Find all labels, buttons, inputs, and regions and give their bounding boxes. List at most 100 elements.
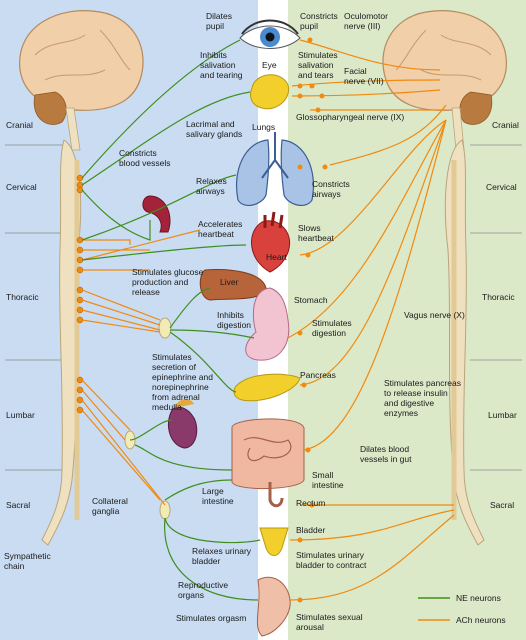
effect-glucose-line: Stimulates glucose <box>132 267 204 277</box>
reproductive-organ <box>256 577 291 637</box>
organ-label-small-intestine-line: Small <box>312 470 333 480</box>
left-brain <box>19 10 144 151</box>
bladder <box>259 527 289 556</box>
effect-pancreas-insulin-line: to release insulin <box>384 388 448 398</box>
heart <box>251 211 291 273</box>
effect-orgasm: Stimulates orgasm <box>176 613 246 623</box>
effect-pancreas-insulin-line: and digestive <box>384 398 434 408</box>
chain-ganglion <box>76 186 84 194</box>
legend-ne-label: NE neurons <box>456 593 501 603</box>
effect-slows-heart-line: heartbeat <box>298 233 335 243</box>
organ-label-stomach-line: Stomach <box>294 295 328 305</box>
right-brain <box>382 10 507 151</box>
effect-stimulates-salivation-line: Stimulates <box>298 50 338 60</box>
organ-label-stomach: Stomach <box>294 295 328 305</box>
organ-label-heart: Heart <box>266 252 287 262</box>
region-label-lumbar-right: Lumbar <box>488 410 517 420</box>
organ-label-small-intestine-line: intestine <box>312 480 344 490</box>
organ-label-glands-line: Lacrimal and <box>186 119 235 129</box>
chain-ganglion <box>76 376 84 384</box>
effect-inhibits-salivation-line: and tearing <box>200 70 243 80</box>
region-label-cranial-right: Cranial <box>492 120 519 130</box>
organ-label-large-intestine-line: Large <box>202 486 224 496</box>
effect-relaxes-bladder-line: Relaxes urinary <box>192 546 252 556</box>
chain-ganglion <box>76 174 84 182</box>
region-label-lumbar: Lumbar <box>6 410 35 420</box>
effect-bladder-contract-line: bladder to contract <box>296 560 367 570</box>
collateral-ganglia-label-line: Collateral <box>92 496 128 506</box>
organ-label-rectum: Rectum <box>296 498 325 508</box>
effect-epinephrine-line: secretion of <box>152 362 197 372</box>
effect-epinephrine-line: norepinephrine <box>152 382 209 392</box>
nerve-vagus-line: Vagus nerve (X) <box>404 310 465 320</box>
effect-accelerates-heart-line: Accelerates <box>198 219 242 229</box>
organ-label-eye: Eye <box>262 60 277 70</box>
nerve-facial-line: nerve (VII) <box>344 76 384 86</box>
region-label-sacral: Sacral <box>6 500 30 510</box>
organ-label-heart-line: Heart <box>266 252 287 262</box>
region-label-thoracic-right: Thoracic <box>482 292 515 302</box>
effect-stimulates-salivation-line: salivation <box>298 60 334 70</box>
effect-epinephrine-line: medulla <box>152 402 182 412</box>
sympathetic-chain-label-line: chain <box>4 561 25 571</box>
organ-label-bladder-line: Bladder <box>296 525 325 535</box>
lungs <box>236 132 314 207</box>
organ-label-large-intestine-line: intestine <box>202 496 234 506</box>
effect-epinephrine-line: from adrenal <box>152 392 200 402</box>
effect-glucose-line: production and <box>132 277 189 287</box>
sympathetic-pathways <box>81 39 261 601</box>
organ-label-bladder: Bladder <box>296 525 325 535</box>
organ-label-rectum-line: Rectum <box>296 498 325 508</box>
effect-stimulates-digestion-line: Stimulates <box>312 318 352 328</box>
nerve-oculomotor-line: nerve (III) <box>344 21 381 31</box>
chain-ganglion <box>76 386 84 394</box>
region-dividers <box>5 144 522 471</box>
legend-ach-label: ACh neurons <box>456 615 506 625</box>
nerve-glossopharyngeal-line: Glossopharyngeal nerve (IX) <box>296 112 404 122</box>
effect-inhibits-salivation-line: salivation <box>200 60 236 70</box>
effect-inhibits-digestion-line: Inhibits <box>217 310 244 320</box>
effect-slows-heart-line: Slows <box>298 223 321 233</box>
effect-dilates-pupil-line: pupil <box>206 21 224 31</box>
parasympathetic-pathways <box>287 39 455 601</box>
eye <box>239 19 301 49</box>
chain-ganglion <box>76 396 84 404</box>
effect-relaxes-airways-line: airways <box>196 186 225 196</box>
organ-label-glands-line: salivary glands <box>186 129 242 139</box>
effect-epinephrine-line: epinephrine and <box>152 372 213 382</box>
organ-label-reproductive-line: organs <box>178 590 204 600</box>
effect-constricts-pupil-line: Constricts <box>300 11 338 21</box>
effect-constricts-airways-line: Constricts <box>312 179 350 189</box>
region-label-cranial: Cranial <box>6 120 33 130</box>
organ-label-eye-line: Eye <box>262 60 277 70</box>
organ-label-pancreas-line: Pancreas <box>300 370 336 380</box>
organ-label-liver: Liver <box>220 277 239 287</box>
organ-label-liver-line: Liver <box>220 277 239 287</box>
organ-label-reproductive-line: Reproductive <box>178 580 228 590</box>
blood-vessel <box>142 195 171 233</box>
effect-pancreas-insulin-line: Stimulates pancreas <box>384 378 461 388</box>
effect-constricts-vessels-line: blood vessels <box>119 158 171 168</box>
region-label-sacral-right: Sacral <box>490 500 514 510</box>
effect-dilates-pupil-line: Dilates <box>206 11 232 21</box>
effect-constricts-airways-line: airways <box>312 189 341 199</box>
